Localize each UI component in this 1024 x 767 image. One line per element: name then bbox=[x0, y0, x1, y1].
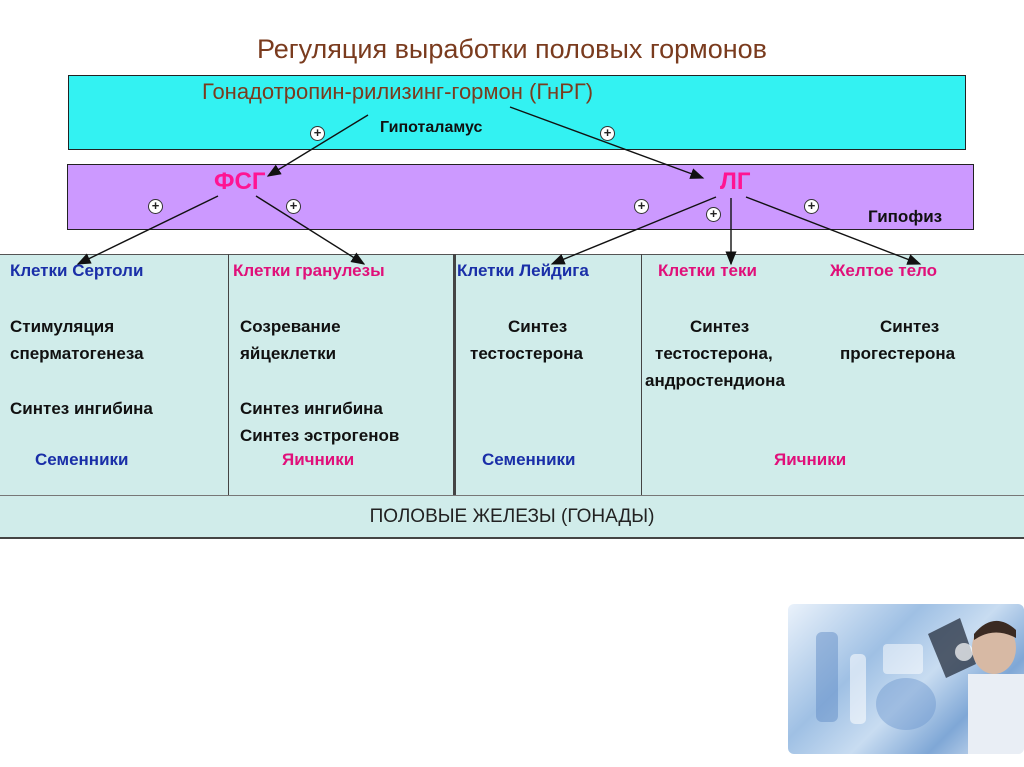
lh-label: ЛГ bbox=[720, 168, 751, 195]
gnrh-label: Гонадотропин-рилизинг-гормон (ГнРГ) bbox=[202, 79, 594, 104]
sertoli-text: Стимуляция bbox=[10, 317, 115, 336]
pituitary-box bbox=[67, 164, 974, 230]
organ-testes: Семенники bbox=[482, 450, 576, 469]
header-theca: Клетки теки bbox=[658, 261, 757, 280]
arrow-lh-to-corpus-luteum bbox=[745, 196, 922, 265]
arrow-gnrh-to-lh bbox=[509, 106, 705, 179]
plus-icon: + bbox=[706, 207, 721, 222]
organ-ovaries: Яичники bbox=[282, 450, 355, 469]
header-granulosa: Клетки гранулезы bbox=[233, 261, 385, 280]
hypothalamus-label: Гипоталамус bbox=[380, 119, 483, 136]
plus-icon: + bbox=[310, 126, 325, 141]
granulosa-text: Синтез эстрогенов bbox=[240, 426, 400, 445]
theca-text: тестостерона, bbox=[655, 344, 773, 363]
fsh-label: ФСГ bbox=[214, 168, 266, 195]
corpus-luteum-text: Синтез bbox=[880, 317, 940, 336]
header-sertoli: Клетки Сертоли bbox=[10, 261, 144, 280]
leydig-text: тестостерона bbox=[470, 344, 583, 363]
granulosa-text: Созревание bbox=[240, 317, 341, 336]
theca-text: андростендиона bbox=[645, 371, 785, 390]
arrow-fsh-to-sertoli bbox=[76, 195, 219, 265]
organ-testes: Семенники bbox=[35, 450, 129, 469]
pituitary-label: Гипофиз bbox=[868, 207, 943, 226]
gonads-label: ПОЛОВЫЕ ЖЕЛЕЗЫ (ГОНАДЫ) bbox=[369, 506, 655, 527]
leydig-text: Синтез bbox=[508, 317, 568, 336]
column-divider bbox=[641, 254, 642, 495]
arrow-lh-to-leydig bbox=[550, 196, 717, 265]
plus-icon: + bbox=[286, 199, 301, 214]
plus-icon: + bbox=[148, 199, 163, 214]
granulosa-text: Синтез ингибина bbox=[240, 399, 383, 418]
arrow-fsh-to-granulosa bbox=[255, 195, 366, 265]
plus-icon: + bbox=[634, 199, 649, 214]
corpus-luteum-text: прогестерона bbox=[840, 344, 956, 363]
slide-title: Регуляция выработки половых гормонов bbox=[256, 34, 768, 64]
plus-icon: + bbox=[804, 199, 819, 214]
column-divider bbox=[228, 254, 229, 495]
sertoli-text: Синтез ингибина bbox=[10, 399, 153, 418]
organ-ovaries: Яичники bbox=[774, 450, 847, 469]
header-leydig: Клетки Лейдига bbox=[457, 261, 589, 280]
plus-icon: + bbox=[600, 126, 615, 141]
granulosa-text: яйцеклетки bbox=[240, 344, 337, 363]
table-divider bbox=[0, 495, 1024, 496]
arrow-gnrh-to-fsh bbox=[266, 114, 369, 177]
theca-text: Синтез bbox=[690, 317, 750, 336]
column-divider bbox=[453, 254, 456, 495]
lab-photo-image bbox=[788, 604, 1024, 754]
gonads-table bbox=[0, 254, 1024, 539]
hypothalamus-box bbox=[68, 75, 966, 150]
sertoli-text: сперматогенеза bbox=[10, 344, 144, 363]
header-corpus-luteum: Желтое тело bbox=[830, 261, 938, 280]
